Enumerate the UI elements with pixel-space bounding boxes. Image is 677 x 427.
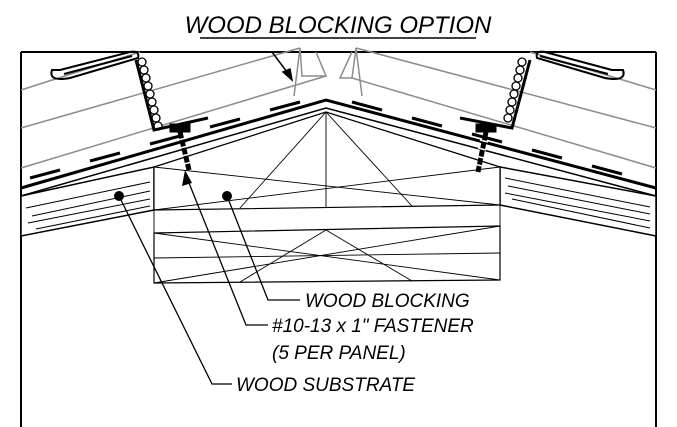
ridge-z-closures [134,59,532,132]
leader-lines [118,177,300,385]
fastener-left [169,123,193,171]
panel-clips [50,50,625,80]
wood-blocking [153,111,501,284]
substrate-leader [118,195,232,385]
roof-deck [20,98,657,197]
fastener-arrowhead [182,170,192,186]
fastener-leader [186,177,268,326]
top-arrow [271,51,294,83]
blocking-upper [153,111,501,211]
blocking-leader [226,195,300,301]
drawing-title: WOOD BLOCKING OPTION [185,12,492,39]
wood-substrate [20,166,657,237]
underlayment-dashes [29,100,623,180]
fastener-right [473,123,497,173]
callout-fastener: #10-13 x 1" FASTENER [272,316,474,337]
callout-wood-blocking: WOOD BLOCKING [305,291,470,312]
callout-fastener-qty: (5 PER PANEL) [272,343,406,364]
callout-wood-substrate: WOOD SUBSTRATE [236,375,415,396]
